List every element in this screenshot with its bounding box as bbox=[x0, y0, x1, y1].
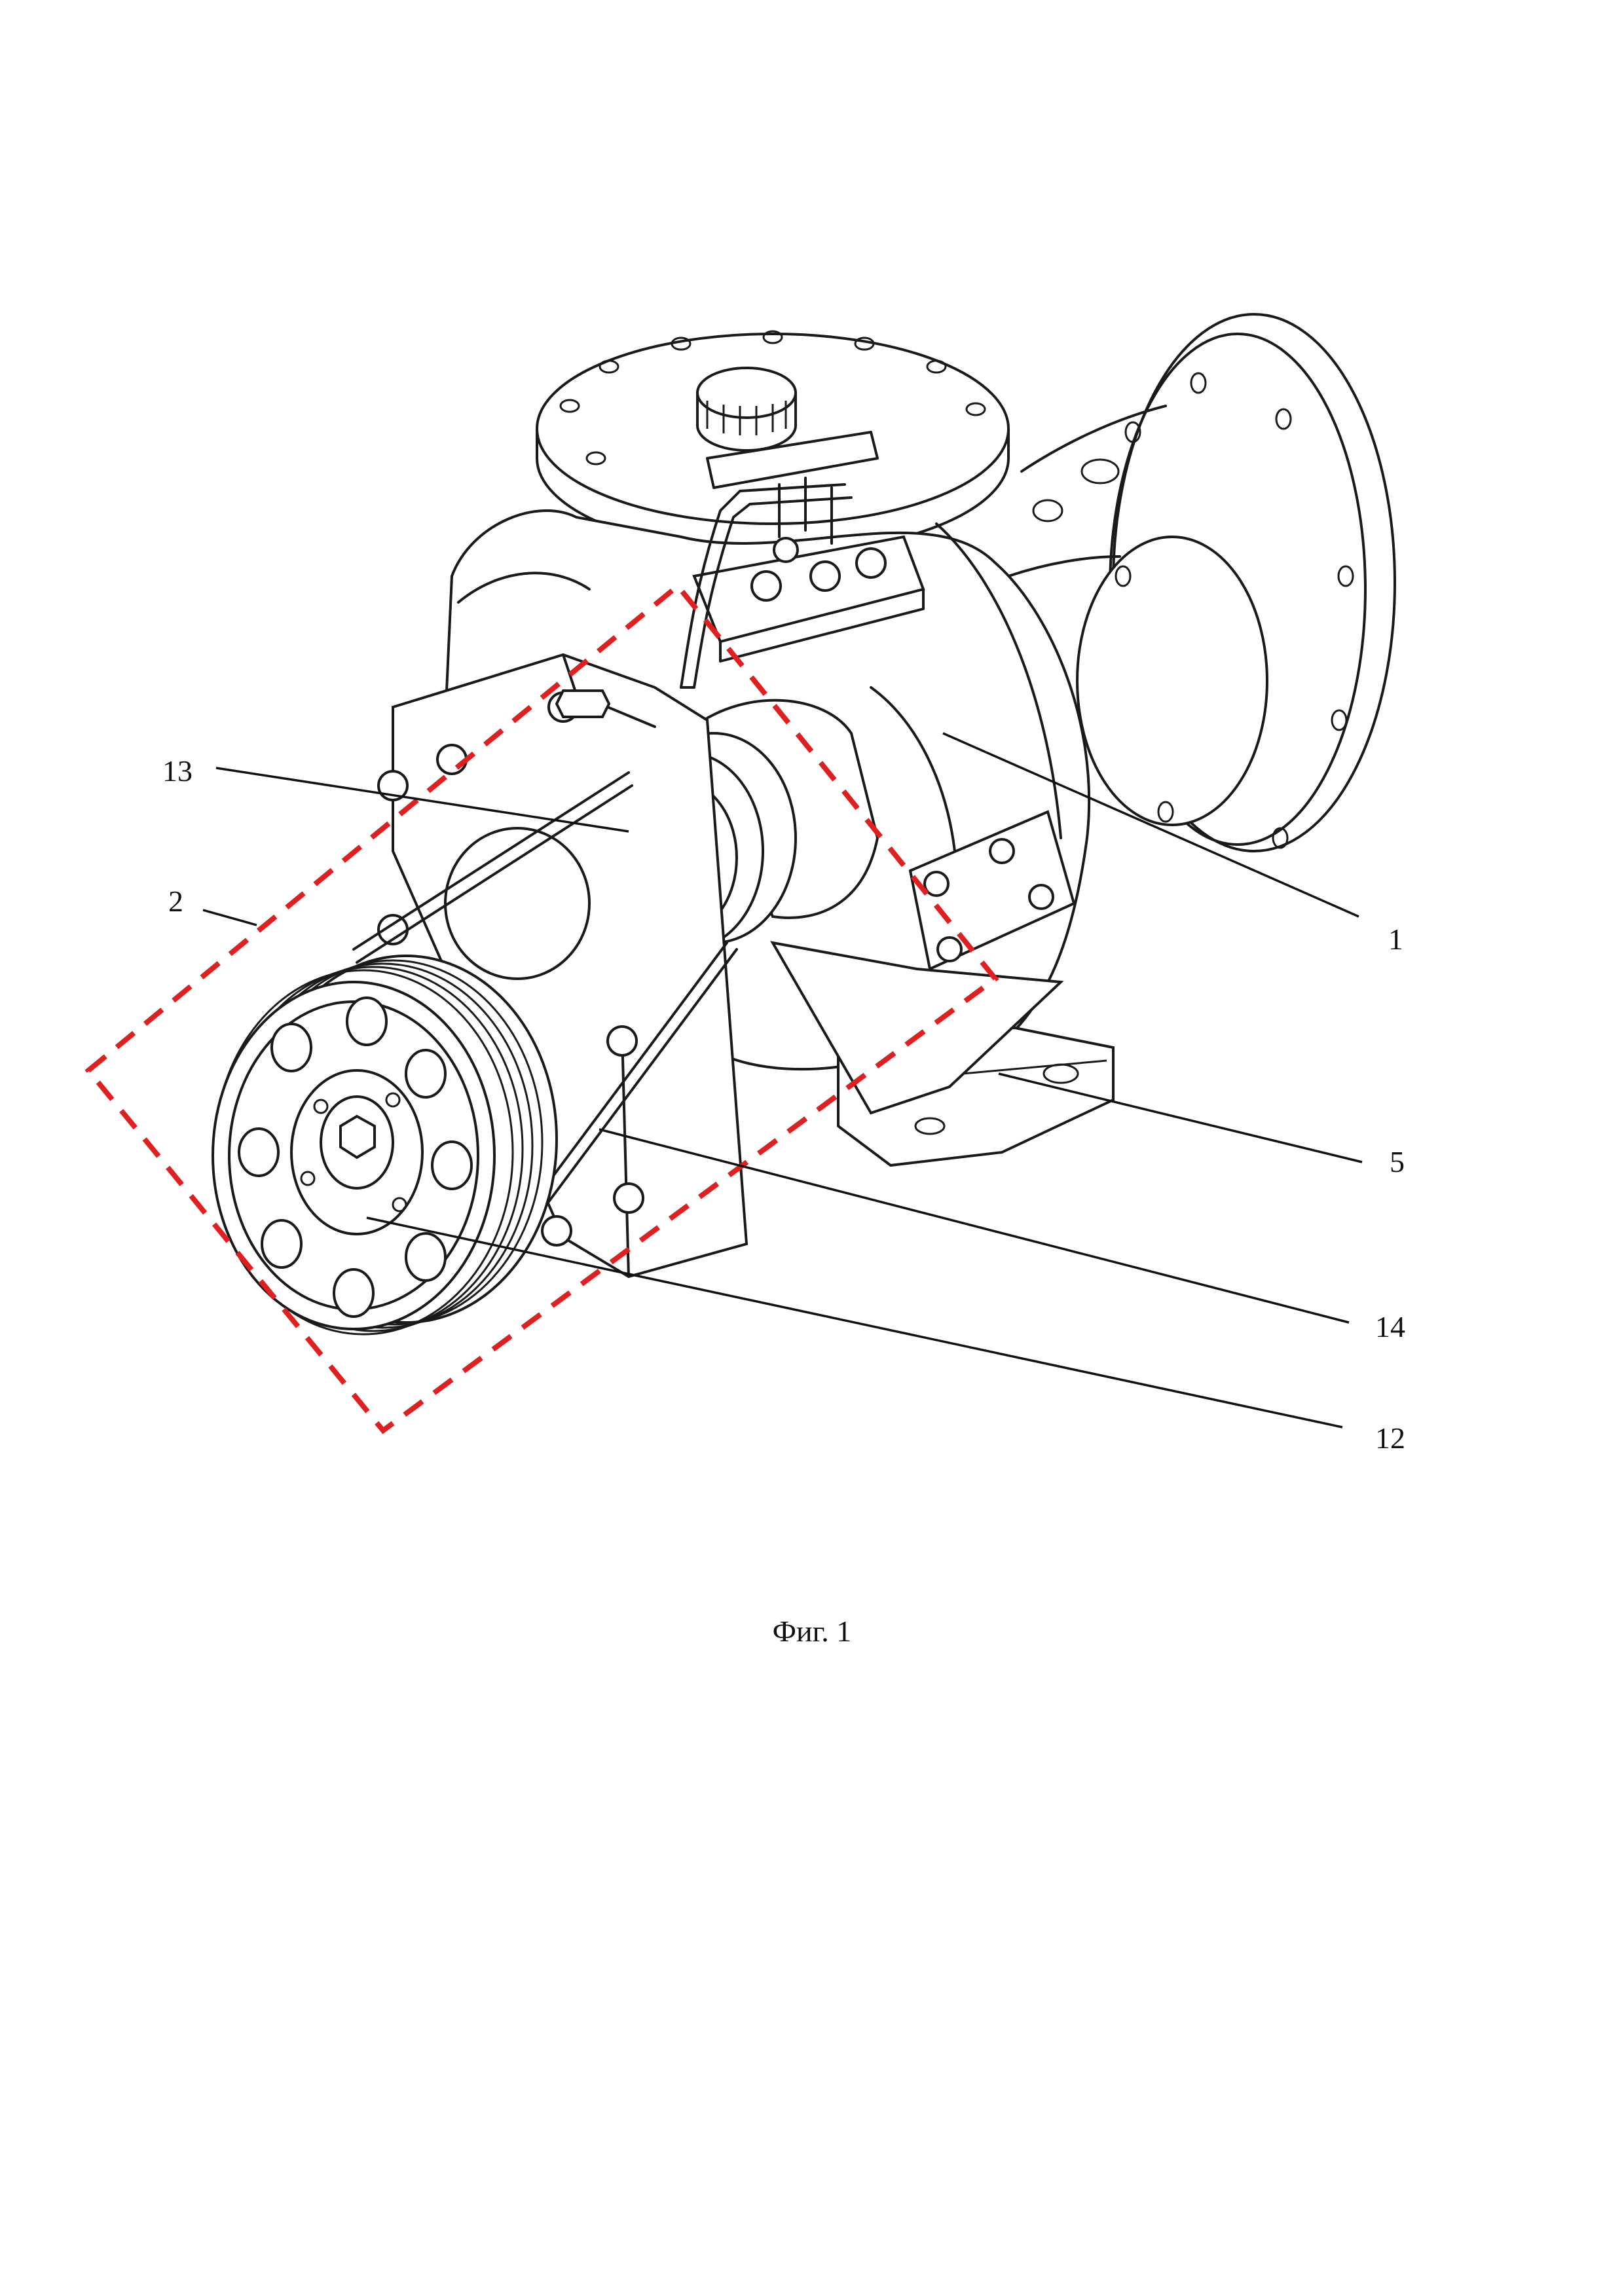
drive-pulley bbox=[212, 955, 558, 1336]
callout-14: 14 bbox=[1375, 1310, 1405, 1343]
leader-lines bbox=[202, 732, 1363, 1429]
top-flange bbox=[536, 330, 1010, 555]
callout-12: 12 bbox=[1375, 1421, 1405, 1455]
callout-1: 1 bbox=[1388, 922, 1403, 956]
callout-13: 13 bbox=[162, 754, 193, 788]
assembly-highlight bbox=[84, 582, 999, 1434]
callout-5: 5 bbox=[1390, 1145, 1405, 1178]
figure-caption: Фиг. 1 bbox=[772, 1614, 852, 1648]
drive-belt bbox=[352, 771, 738, 1258]
right-flange bbox=[1007, 313, 1396, 852]
bracket-plate bbox=[377, 653, 1076, 1279]
callout-2: 2 bbox=[168, 884, 183, 918]
callout-labels: 13 2 1 5 14 12 bbox=[162, 754, 1405, 1455]
valve-manifold bbox=[680, 431, 925, 689]
